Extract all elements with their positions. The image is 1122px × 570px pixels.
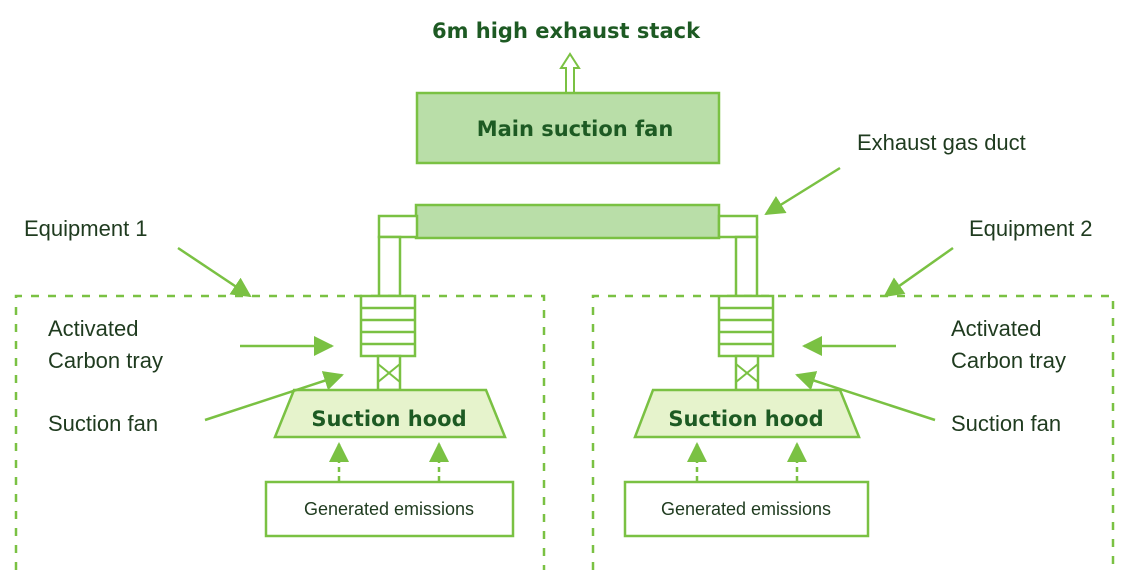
carbon-tray-1-label-line1: Activated [48,316,139,341]
suction-fan-1-label: Suction fan [48,411,158,436]
exhaust-duct-label: Exhaust gas duct [857,130,1026,155]
carbon-tray-2 [717,294,775,358]
equipment-2-arrow [883,246,954,298]
suction-fan-2-label: Suction fan [951,411,1061,436]
emissions-2-label: Generated emissions [661,499,831,519]
stack-title: 6m high exhaust stack [432,19,701,43]
suction-fan-2-arrow [795,371,936,422]
exhaust-up-arrow [559,52,581,94]
suction-hood-1-label: Suction hood [311,407,466,431]
equipment-1-unit: Suction hood Generated emissions Activat… [48,294,515,538]
main-suction-fan-label: Main suction fan [477,117,674,141]
exhaust-duct-arrow [764,166,841,216]
carbon-tray-2-label-line1: Activated [951,316,1042,341]
carbon-tray-1-label-line2: Carbon tray [48,348,163,373]
pipe-right [734,235,759,298]
emissions-1-label: Generated emissions [304,499,474,519]
suction-fan-1-arrow [204,371,344,422]
equipment-1-boundary [14,294,546,570]
emissions-box-2 [623,480,870,538]
pipe-left [377,235,402,298]
exhaust-duct [414,203,721,240]
carbon-tray-1 [359,294,417,358]
suction-hood-2-label: Suction hood [668,407,823,431]
equipment-2-unit: Suction hood Generated emissions Activat… [623,294,1066,538]
equipment-1-arrow [177,246,252,298]
emissions-box-1 [264,480,515,538]
suction-hood-1 [273,388,507,439]
equipment-1-label: Equipment 1 [24,216,148,241]
main-suction-fan-box [415,91,721,165]
duct-elbow-right [717,214,759,239]
suction-hood-2 [633,388,861,439]
equipment-2-boundary [591,294,1115,570]
carbon-tray-2-label-line2: Carbon tray [951,348,1066,373]
equipment-2-label: Equipment 2 [969,216,1093,241]
duct-elbow-left [377,214,419,239]
